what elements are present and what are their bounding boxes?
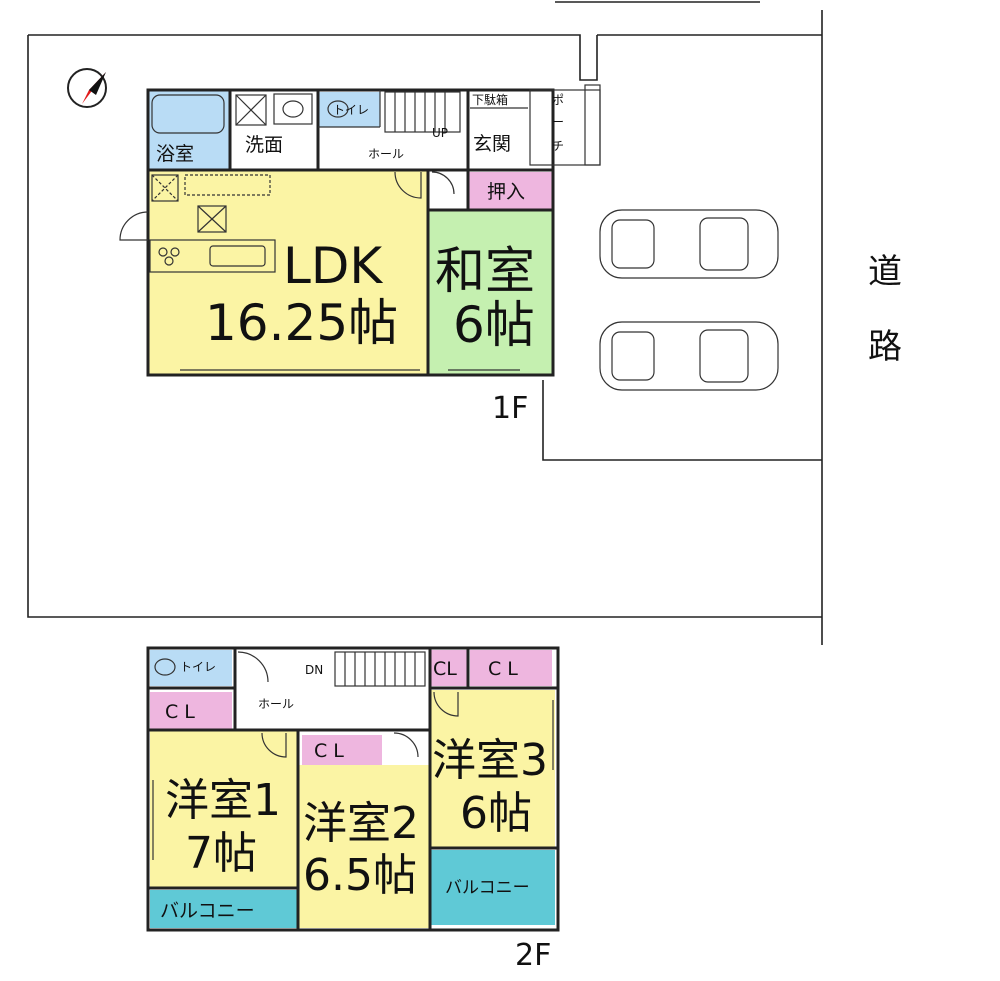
label-cl-room2: C L	[314, 740, 344, 762]
washer-icon	[235, 94, 267, 126]
label-porch-3: チ	[552, 139, 564, 153]
label-hall-2f: ホール	[258, 697, 294, 711]
road-label-1: 道	[868, 252, 902, 292]
oshiire-closet	[468, 172, 553, 210]
room3	[430, 690, 555, 848]
label-genkan: 玄関	[473, 133, 511, 155]
label-oshiire: 押入	[487, 181, 525, 203]
compass-icon	[67, 68, 107, 108]
bathtub-icon	[151, 94, 225, 134]
label-cl-room1: C L	[165, 701, 195, 723]
label-bath: 浴室	[156, 143, 194, 165]
balcony-left	[150, 890, 298, 928]
label-room1-size: 7帖	[185, 828, 257, 879]
label-ldk-size: 16.25帖	[205, 294, 398, 352]
stairs-2f	[334, 651, 426, 687]
label-toilet-2f: トイレ	[180, 660, 216, 674]
label-room2-name: 洋室2	[303, 798, 419, 849]
label-washitsu-name: 和室	[435, 242, 535, 300]
cl-room1	[150, 692, 232, 730]
toilet-2f	[150, 650, 232, 686]
stove-icon	[158, 247, 180, 266]
label-room3-name: 洋室3	[432, 735, 548, 786]
label-cl-small: CL	[433, 658, 457, 680]
label-cl-room3: C L	[488, 658, 518, 680]
cl-small	[430, 650, 468, 686]
balcony-right	[430, 850, 555, 925]
label-porch-2: ー	[552, 115, 564, 129]
road-label-2: 路	[868, 327, 902, 367]
site-boundary	[27, 1, 823, 645]
cl-room2	[302, 735, 382, 765]
label-dn: DN	[305, 663, 323, 677]
room2	[298, 765, 431, 928]
label-ldk-name: LDK	[283, 237, 383, 295]
label-1f: 1F	[492, 391, 528, 426]
floor-1	[119, 84, 601, 377]
label-up: UP	[432, 126, 448, 140]
label-toilet-1f: トイレ	[333, 103, 369, 117]
label-getabako: 下駄箱	[472, 92, 508, 107]
toilet-icon	[154, 658, 176, 676]
bath-room	[148, 90, 230, 170]
label-2f: 2F	[515, 938, 551, 973]
kitchen-sink	[209, 245, 266, 267]
car-icon	[599, 321, 779, 391]
car-icon	[599, 209, 779, 279]
sink-icon	[273, 93, 313, 125]
label-room1-name: 洋室1	[165, 775, 281, 826]
label-room2-size: 6.5帖	[303, 850, 417, 901]
label-room3-size: 6帖	[460, 788, 532, 839]
washitsu-room	[428, 210, 553, 375]
porch	[529, 89, 601, 166]
room1	[150, 730, 298, 888]
kitchen-counter	[149, 239, 276, 273]
label-balcony-left: バルコニー	[160, 900, 255, 922]
toilet-icon	[327, 100, 349, 118]
cl-room3	[470, 650, 552, 686]
floor-2	[146, 646, 560, 932]
label-hall-1f: ホール	[368, 147, 404, 161]
label-balcony-right: バルコニー	[445, 878, 530, 898]
label-washitsu-size: 6帖	[453, 296, 535, 354]
stairs-1f	[384, 91, 461, 133]
label-senmen: 洗面	[245, 134, 283, 156]
label-porch-1: ポ	[552, 93, 564, 107]
